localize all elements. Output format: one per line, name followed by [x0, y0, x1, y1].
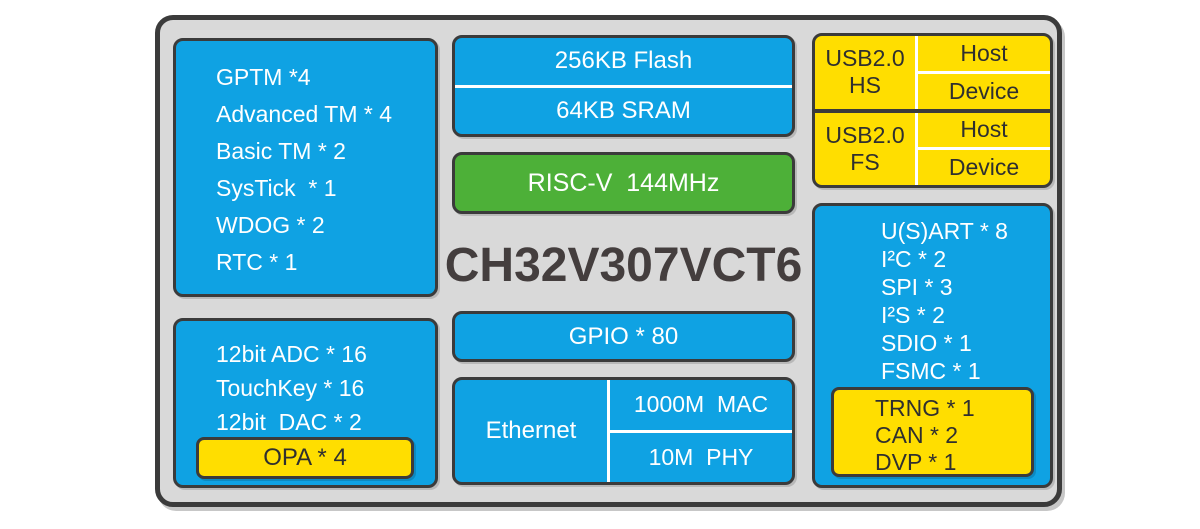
usb-fs-row: USB2.0 FS Host Device: [815, 112, 1050, 186]
timers-line: Basic TM * 2: [216, 138, 346, 164]
analog-line: 12bit DAC * 2: [216, 409, 362, 435]
usb-fs-speed: FS: [850, 148, 880, 175]
usb-fs-host-label: Host: [960, 116, 1008, 143]
timers-line: Advanced TM * 4: [216, 101, 393, 127]
usb-block: USB2.0 HS Host Device USB2.0 FS Host: [812, 33, 1053, 188]
usb-fs-modes: Host Device: [918, 113, 1050, 186]
usb-fs-name: USB2.0: [825, 121, 905, 148]
usb-fs-mode-divider: [918, 147, 1050, 151]
secure-peripheral-line: TRNG * 1: [875, 395, 975, 421]
peripheral-line: FSMC * 1: [881, 358, 981, 384]
riscv-core-block: RISC-V 144MHz: [452, 152, 795, 214]
ethernet-label: Ethernet: [485, 417, 577, 444]
usb-hs-modes: Host Device: [918, 36, 1050, 109]
peripheral-line: SPI * 3: [881, 274, 953, 300]
analog-line: 12bit ADC * 16: [216, 341, 367, 367]
timers-block: GPTM *4 Advanced TM * 4 Basic TM * 2 Sys…: [173, 38, 438, 297]
analog-line: TouchKey * 16: [216, 375, 365, 401]
peripheral-line: I²C * 2: [881, 246, 947, 272]
opa-block: OPA * 4: [196, 437, 414, 479]
usb-fs-label: USB2.0 FS: [815, 113, 915, 186]
timers-line: SysTick * 1: [216, 175, 337, 201]
gpio-block: GPIO * 80: [452, 311, 795, 362]
usb-hs-device-label: Device: [948, 77, 1020, 104]
usb-hs-row: USB2.0 HS Host Device: [815, 36, 1050, 109]
peripheral-line: U(S)ART * 8: [881, 218, 1008, 244]
timers-line: WDOG * 2: [216, 212, 325, 238]
chip-diagram-panel: GPTM *4 Advanced TM * 4 Basic TM * 2 Sys…: [155, 15, 1062, 507]
usb-hs-mode-divider: [918, 70, 1050, 74]
secure-peripherals-block: TRNG * 1 CAN * 2 DVP * 1: [831, 387, 1034, 477]
ethernet-mac-label: 1000M MAC: [633, 391, 769, 418]
ethernet-vertical-divider: [607, 380, 610, 482]
usb-fs-device-label: Device: [948, 154, 1020, 181]
flash-label: 256KB Flash: [554, 47, 693, 75]
timers-line: GPTM *4: [216, 64, 311, 90]
usb-hs-speed: HS: [849, 72, 881, 99]
analog-block: 12bit ADC * 16 TouchKey * 16 12bit DAC *…: [173, 318, 438, 488]
ethernet-horizontal-divider: [610, 429, 792, 433]
memory-block: 256KB Flash 64KB SRAM: [452, 35, 795, 137]
usb-row-divider: [815, 108, 1050, 113]
secure-peripheral-line: CAN * 2: [875, 422, 959, 448]
usb-hs-label: USB2.0 HS: [815, 36, 915, 109]
usb-hs-vertical-divider: [915, 36, 918, 109]
usb-hs-name: USB2.0: [825, 45, 905, 72]
peripheral-line: I²S * 2: [881, 302, 945, 328]
usb-fs-vertical-divider: [915, 112, 918, 185]
secure-peripheral-line: DVP * 1: [875, 449, 957, 475]
usb-hs-host-label: Host: [960, 39, 1008, 66]
sram-label: 64KB SRAM: [556, 96, 691, 124]
peripheral-line: SDIO * 1: [881, 330, 972, 356]
memory-divider: [455, 84, 792, 88]
ethernet-block: Ethernet 1000M MAC 10M PHY: [452, 377, 795, 485]
chip-title: CH32V307VCT6: [444, 238, 803, 292]
ethernet-phy-label: 10M PHY: [648, 443, 754, 470]
timers-line: RTC * 1: [216, 249, 298, 275]
peripherals-block: U(S)ART * 8 I²C * 2 SPI * 3 I²S * 2 SDIO…: [812, 203, 1053, 488]
ethernet-right-column: 1000M MAC 10M PHY: [610, 380, 792, 482]
